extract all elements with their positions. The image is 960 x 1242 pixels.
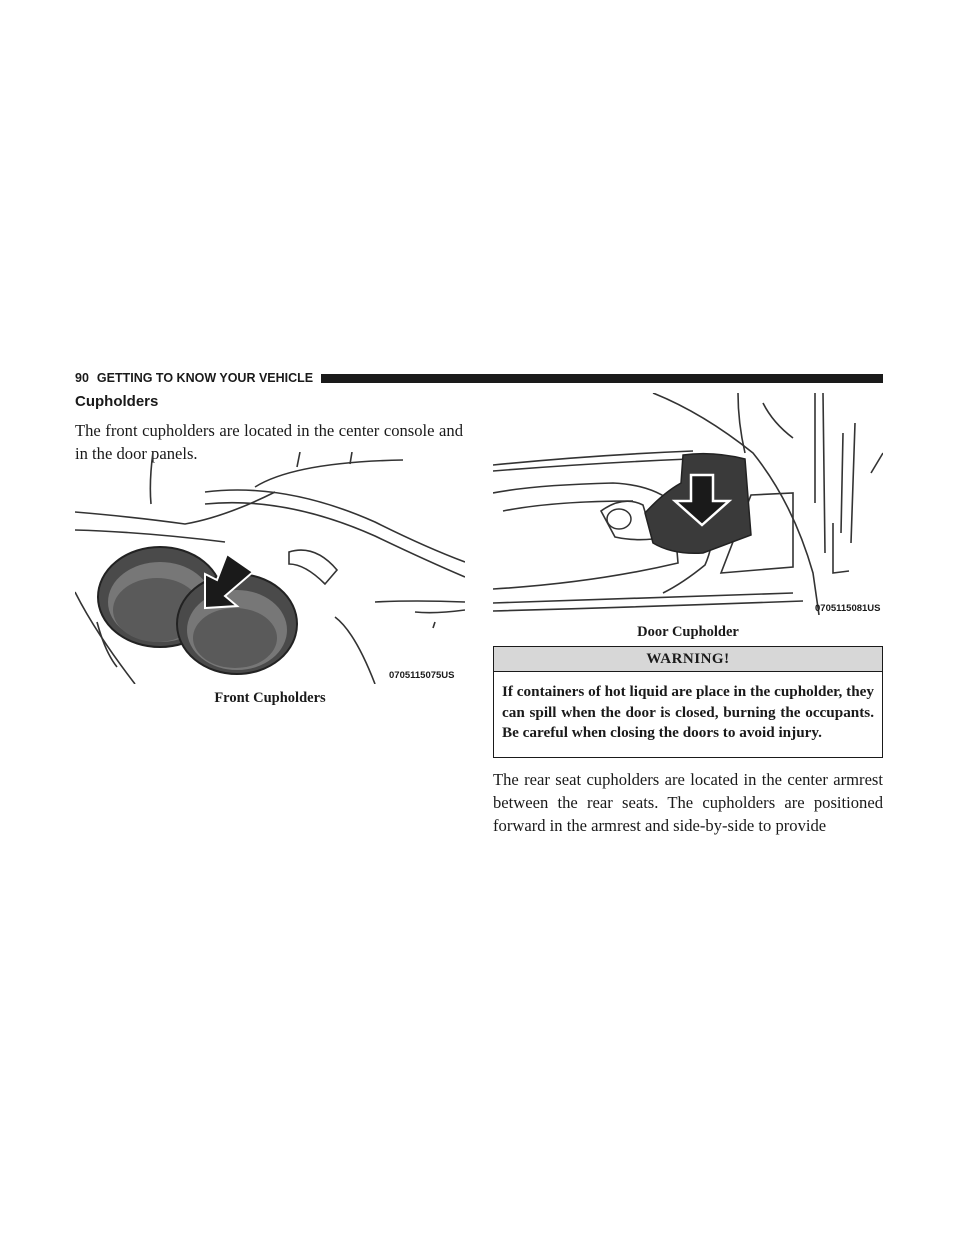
chapter-title: GETTING TO KNOW YOUR VEHICLE: [96, 371, 314, 385]
rear-cupholders-paragraph: The rear seat cupholders are located in …: [493, 770, 883, 835]
front-cupholders-figure: 0705115075US: [74, 451, 466, 685]
front-figure-caption: Front Cupholders: [214, 690, 326, 706]
door-cupholder-figure: 0705115081US: [492, 392, 884, 616]
warning-box: WARNING! If containers of hot liquid are…: [493, 646, 883, 758]
door-figure-caption: Door Cupholder: [637, 624, 739, 640]
warning-title: WARNING!: [494, 647, 882, 672]
warning-text: If containers of hot liquid are place in…: [502, 683, 874, 741]
page-number: 90: [75, 371, 89, 385]
door-figure-code: 0705115081US: [815, 603, 881, 614]
front-cupholders-illustration: [74, 451, 466, 685]
section-heading: Cupholders: [75, 393, 159, 410]
front-figure-code: 0705115075US: [389, 670, 455, 681]
intro-paragraph: The front cupholders are located in the …: [75, 421, 463, 463]
door-cupholder-illustration: [492, 392, 884, 616]
page-header: 90 GETTING TO KNOW YOUR VEHICLE: [75, 370, 883, 386]
header-rule: [321, 373, 883, 383]
